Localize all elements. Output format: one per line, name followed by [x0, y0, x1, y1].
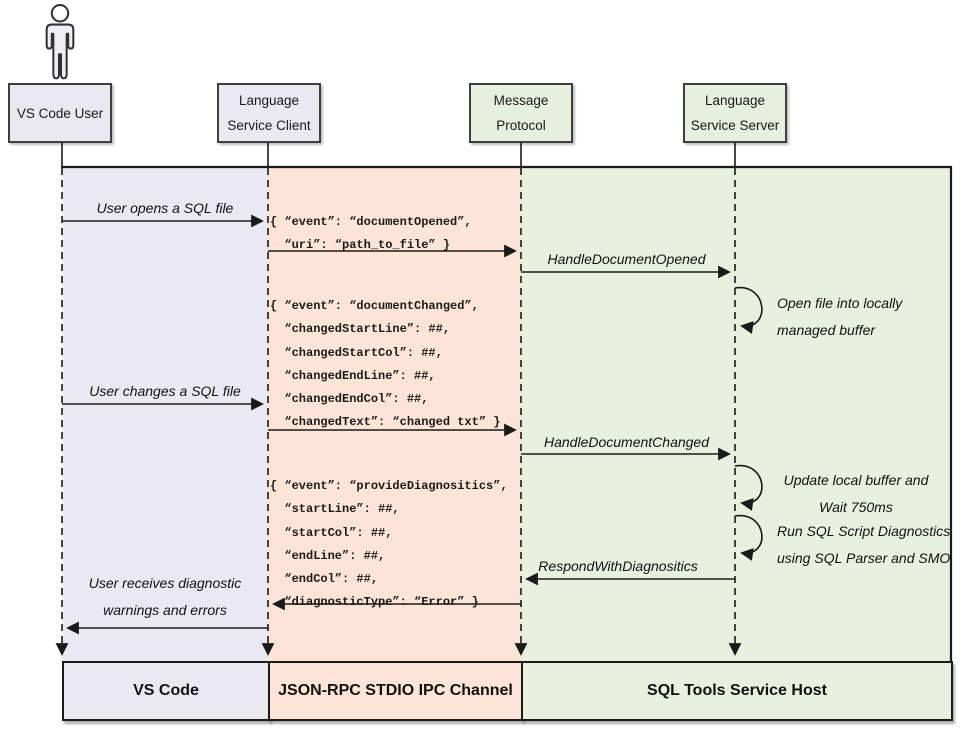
label-handle-document-opened: HandleDocumentOpened [547, 251, 706, 267]
self-loop-arrows [734, 287, 763, 561]
band-frame [61, 165, 953, 661]
label-user-changes-sql-file: User changes a SQL file [89, 383, 241, 399]
label-loop-update-buffer: Update local buffer and Wait 750ms [783, 472, 929, 515]
lifelines [61, 168, 736, 648]
lifeline-end-arrows [55, 643, 742, 656]
payload-provide-diagnostics: { “event”: “provideDiagnositics”, “start… [270, 479, 508, 610]
lane-label: SQL Tools Service Host [647, 682, 827, 699]
lane-vscode-user [62, 166, 268, 661]
actor-label-line2: Service Client [227, 118, 311, 133]
lane-ipc-channel [268, 166, 521, 661]
lane-label: JSON-RPC STDIO IPC Channel [278, 682, 513, 699]
lane-box-ipc-channel: JSON-RPC STDIO IPC Channel [268, 661, 523, 721]
actor-label-line1: Language [238, 93, 300, 108]
user-actor-icon [45, 4, 75, 80]
label-respond-with-diagnostics: RespondWithDiagnositics [538, 558, 698, 574]
actor-box-vscode-user: VS Code User [8, 83, 112, 143]
label-loop-run-diagnostics: Run SQL Script Diagnostics using SQL Par… [777, 523, 951, 566]
payload-document-opened: { “event”: “documentOpened”, “uri”: “pat… [270, 215, 472, 253]
label-user-opens-sql-file: User opens a SQL file [96, 200, 234, 216]
label-handle-document-changed: HandleDocumentChanged [544, 434, 709, 450]
actor-label: VS Code User [16, 105, 104, 121]
actor-label-line1: Language [704, 93, 766, 108]
actor-box-language-service-server: Language Service Server [683, 83, 787, 143]
payload-document-changed: { “event”: “documentChanged”, “changedSt… [270, 299, 501, 430]
lane-box-service-host: SQL Tools Service Host [521, 661, 953, 721]
message-arrows [62, 214, 735, 635]
lane-label: VS Code [133, 682, 199, 699]
actor-label-line1: Message [493, 93, 549, 108]
actor-label-line2: Service Server [690, 118, 780, 133]
label-loop-open-file: Open file into locally managed buffer [777, 295, 903, 338]
lane-box-vscode: VS Code [62, 661, 270, 721]
lifeline-stubs [61, 143, 736, 166]
actor-box-message-protocol: Message Protocol [469, 83, 573, 143]
label-user-receives-diagnostics: User receives diagnostic warnings and er… [88, 575, 242, 618]
actor-box-language-service-client: Language Service Client [217, 83, 321, 143]
actor-label-line2: Protocol [496, 118, 546, 133]
